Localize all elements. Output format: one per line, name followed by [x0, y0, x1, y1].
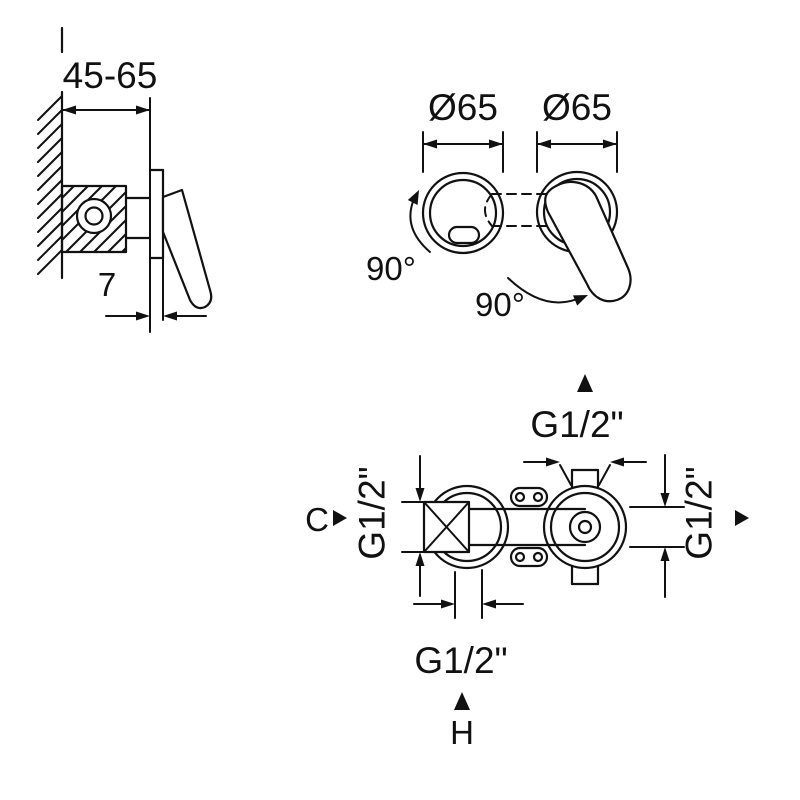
lever-ghost-position — [484, 193, 555, 227]
recessed-valve-body — [60, 184, 152, 254]
left-valve-body — [422, 500, 471, 554]
right-diameter-label: Ø65 — [542, 87, 612, 128]
knob-grip — [447, 225, 481, 245]
diameter-dimension-right: Ø65 — [536, 87, 618, 173]
top-outlet-stub — [570, 468, 600, 489]
cartridge-circle — [75, 197, 113, 235]
mounting-ear-top — [509, 486, 549, 508]
side-view: 45-65 7 — [37, 26, 213, 333]
left-angle-label: 90° — [366, 250, 416, 287]
screw-hole — [514, 551, 526, 563]
hot-inlet-arrow-icon — [454, 692, 470, 710]
plate-thickness-label: 7 — [98, 266, 116, 303]
top-view: G1/2" C G1/2" G1/ — [305, 374, 749, 751]
cold-label: C — [305, 501, 329, 538]
top-outlet-arrow-icon — [577, 374, 593, 392]
left-diameter-label: Ø65 — [428, 87, 498, 128]
front-view: Ø65 Ø65 — [366, 87, 632, 323]
swing-angle-right: 90° — [475, 277, 588, 323]
screw-hole — [532, 491, 544, 503]
right-thread-dimension: G1/2" — [629, 454, 749, 598]
top-thread-label: G1/2" — [530, 404, 623, 445]
left-thread-label: G1/2" — [352, 466, 393, 559]
connecting-pipe — [465, 507, 587, 547]
plate-thickness-dimension: 7 — [98, 266, 207, 321]
bottom-thread-label: G1/2" — [414, 640, 507, 681]
right-thread-label: G1/2" — [679, 466, 720, 559]
depth-dimension-label: 45-65 — [63, 55, 158, 96]
pipe-boss — [568, 510, 602, 544]
swing-angle-left: 90° — [366, 190, 431, 287]
wall-hatching — [37, 95, 63, 275]
hot-label: H — [450, 714, 474, 751]
lever-handle-front — [544, 180, 632, 303]
right-outlet-arrow-icon — [735, 510, 749, 526]
cold-inlet-arrow-icon — [333, 510, 347, 526]
screw-hole — [532, 551, 544, 563]
left-rosette — [421, 171, 505, 255]
screw-hole — [514, 491, 526, 503]
escutcheon-plate — [148, 168, 165, 321]
top-thread-dimension: G1/2" — [523, 374, 647, 486]
mounting-ear-bottom — [509, 546, 549, 568]
bottom-outlet-stub — [570, 565, 600, 586]
right-angle-label: 90° — [475, 286, 525, 323]
depth-dimension: 45-65 — [61, 55, 158, 333]
diameter-dimension-left: Ø65 — [422, 87, 504, 173]
lever-handle-side — [161, 188, 213, 310]
left-thread-dimension: C G1/2" — [305, 455, 439, 597]
bottom-thread-dimension: G1/2" H — [413, 569, 524, 751]
